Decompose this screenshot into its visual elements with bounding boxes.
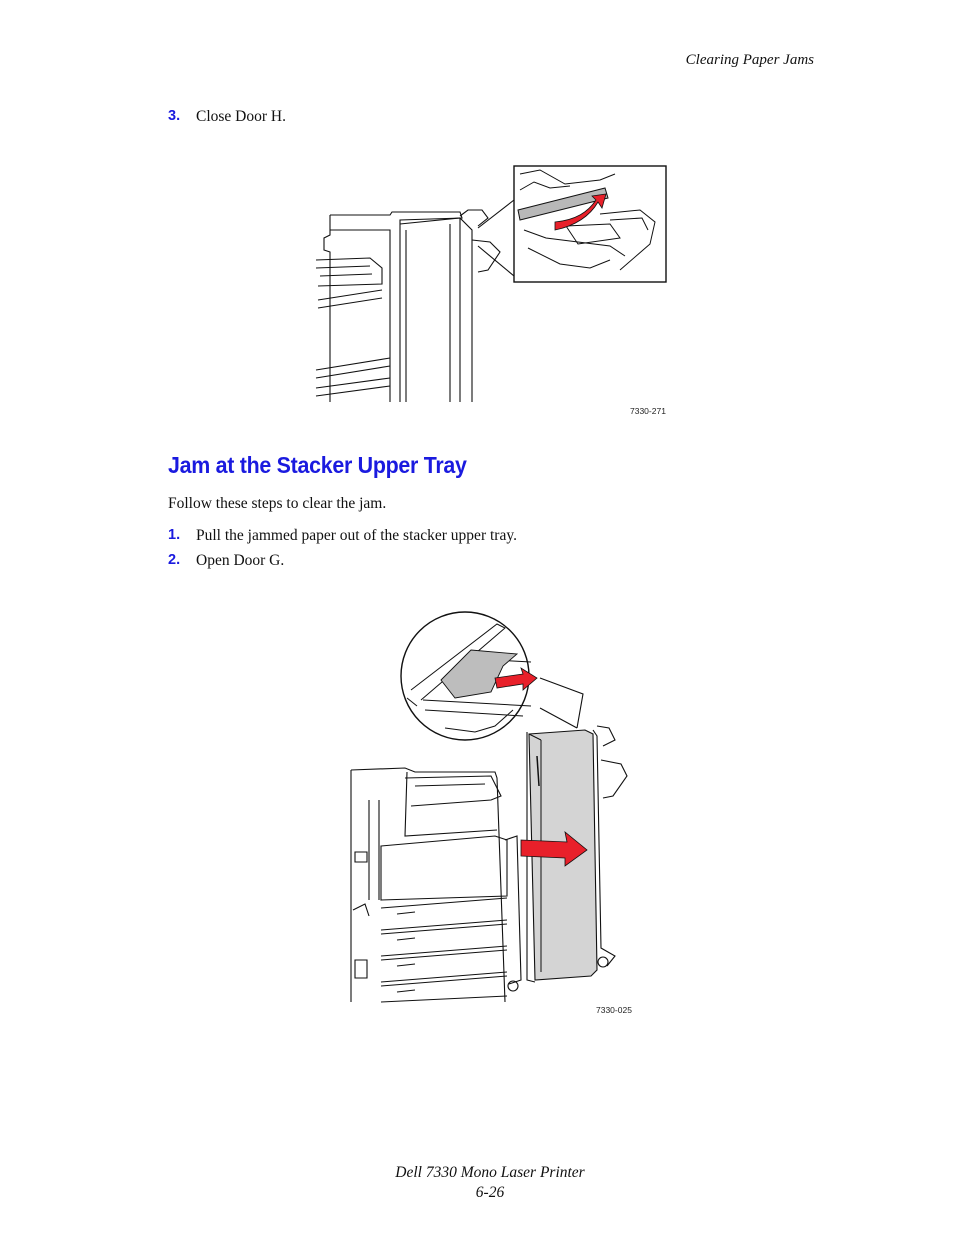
intro-text: Follow these steps to clear the jam. — [168, 495, 387, 512]
figure-code: 7330-025 — [596, 1005, 632, 1015]
step-text: Close Door H. — [196, 108, 286, 125]
step-number: 1. — [168, 527, 181, 543]
step-text: Pull the jammed paper out of the stacker… — [196, 527, 517, 544]
step-number: 3. — [168, 108, 181, 124]
page-number: 6-26 — [475, 1184, 505, 1201]
figure-code: 7330-271 — [630, 406, 666, 416]
running-header: Clearing Paper Jams — [685, 52, 814, 68]
open-door-g-illustration — [350, 611, 628, 1003]
close-door-h-illustration — [315, 165, 667, 402]
step-text: Open Door G. — [196, 552, 285, 569]
section-heading: Jam at the Stacker Upper Tray — [168, 452, 467, 478]
footer-product: Dell 7330 Mono Laser Printer — [395, 1164, 585, 1181]
step-number: 2. — [168, 552, 181, 568]
